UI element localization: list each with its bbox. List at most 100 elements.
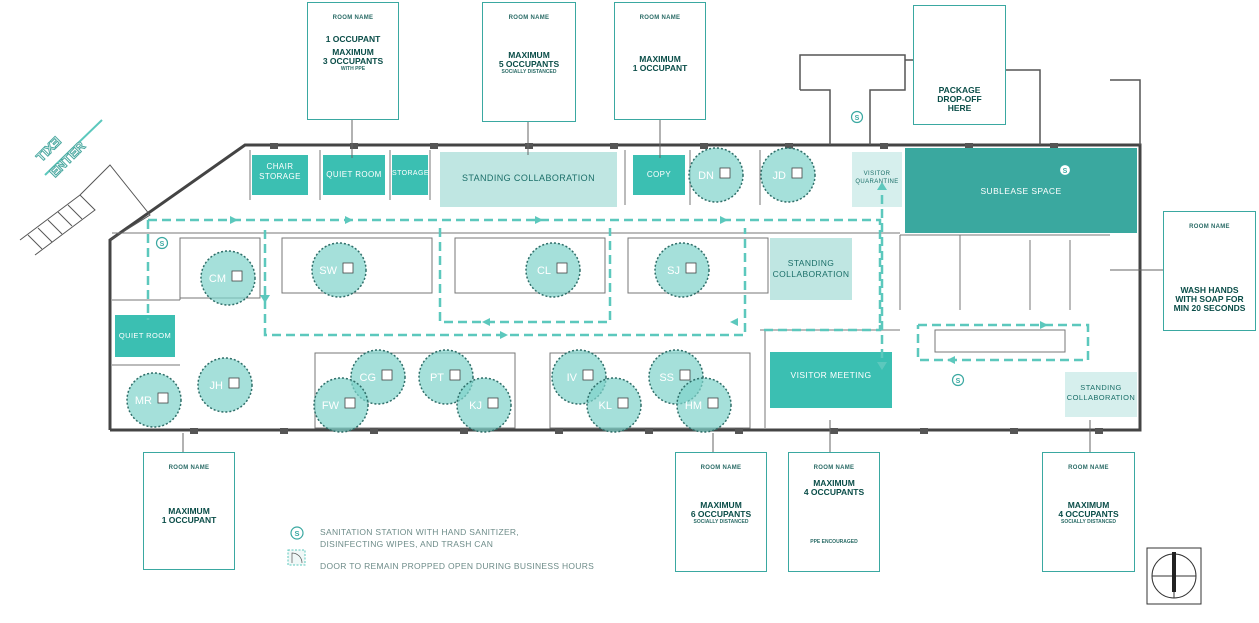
workstation-cg: CG: [350, 349, 406, 405]
workstation-circle: [676, 377, 732, 433]
sign-max-5-occupants: ROOM NAME MAXIMUM 5 OCCUPANTS SOCIALLY D…: [482, 2, 576, 122]
sign-line: 1 OCCUPANT: [632, 63, 688, 73]
sign-line: 3 OCCUPANTS: [322, 56, 384, 66]
workstation-circle: [525, 242, 581, 298]
chair-icon: [679, 369, 691, 381]
sign-line: MAXIMUM: [508, 50, 550, 60]
workstation-label: IV: [567, 372, 578, 384]
sign-sub: WITH PPE: [340, 66, 366, 72]
copy-label: COPY: [646, 170, 672, 179]
workstation-circle: [350, 349, 406, 405]
sublease-space: [905, 148, 1137, 233]
workstation-label: HM: [685, 400, 702, 412]
quiet-room-left-label: QUIET ROOM: [118, 331, 172, 340]
sign-line: MAXIMUM: [813, 478, 855, 488]
chair-storage-room: [252, 155, 308, 195]
sign-room-name: ROOM NAME: [508, 15, 550, 21]
chair-icon: [449, 369, 461, 381]
visitor-quarantine-label: VISITOR QUARANTINE: [855, 171, 899, 185]
workstation-kl: KL: [586, 377, 642, 433]
wall-columns: [190, 143, 1103, 434]
chair-icon: [231, 270, 243, 282]
visitor-meeting-label: VISITOR MEETING: [790, 370, 872, 380]
workstation-circle: [760, 147, 816, 203]
standing-collaboration-top-label: STANDING COLLABORATION: [462, 173, 595, 183]
north-arrow: [1146, 547, 1202, 605]
svg-text:S: S: [1063, 168, 1068, 175]
workstation-label: SS: [659, 372, 674, 384]
workstation-label: DN: [698, 170, 714, 182]
workstation-label: KJ: [469, 400, 482, 412]
workstation-jh: JH: [197, 357, 253, 413]
svg-text:S: S: [956, 378, 961, 385]
chair-storage-label: CHAIR STORAGE: [259, 162, 301, 181]
workstation-jd: JD: [760, 147, 816, 203]
sign-line: WASH HANDS: [1180, 285, 1239, 295]
chair-icon: [685, 262, 697, 274]
workstation-dn: DN: [688, 147, 744, 203]
legend-symbols: [287, 526, 306, 566]
sign-sub: SOCIALLY DISTANCED: [693, 519, 749, 525]
legend-sanitation-icon: S: [294, 529, 299, 538]
quiet-room-top: [323, 155, 385, 195]
standing-collaboration-mid-label: STANDING COLLABORATION: [772, 258, 850, 279]
sign-line: HERE: [947, 103, 972, 113]
legend-sanitation: SANITATION STATION WITH HAND SANITIZER, …: [320, 526, 519, 550]
workstation-label: KL: [599, 400, 612, 412]
legend-door: DOOR TO REMAIN PROPPED OPEN DURING BUSIN…: [320, 561, 595, 571]
standing-collaboration-mid: [770, 238, 852, 300]
sign-room-1-occupant-max-3: ROOM NAME 1 OCCUPANT MAXIMUM 3 OCCUPANTS…: [307, 2, 399, 120]
workstation-label: FW: [322, 400, 340, 412]
building-walls: [108, 143, 1142, 432]
sign-room-name: ROOM NAME: [168, 465, 210, 471]
workstation-label: CG: [360, 372, 377, 384]
sanitation-station-icon: S: [951, 373, 965, 387]
workstation-circle: [313, 377, 369, 433]
workstation-label: CM: [209, 273, 226, 285]
svg-text:S: S: [160, 241, 165, 248]
copy-room: [633, 155, 685, 195]
workstation-label: CL: [537, 265, 551, 277]
quiet-room-left: [115, 315, 175, 357]
sign-room-name: ROOM NAME: [1068, 465, 1109, 471]
sign-line: MAXIMUM: [332, 47, 374, 57]
sign-max-4-occupants-ppe: ROOM NAME MAXIMUM 4 OCCUPANTS PPE ENCOUR…: [788, 452, 880, 572]
sign-line: 1 OCCUPANT: [325, 34, 381, 44]
workstation-sw: SW: [311, 242, 367, 298]
chair-icon: [344, 397, 356, 409]
workstation-pt: PT: [418, 349, 474, 405]
sign-line: 6 OCCUPANTS: [690, 509, 752, 519]
entrance-stairs: [19, 164, 151, 256]
workstation-mr: MR: [126, 372, 182, 428]
chair-icon: [719, 167, 731, 179]
workstation-label: PT: [430, 372, 444, 384]
workstation-circle: [418, 349, 474, 405]
workstation-circle: [311, 242, 367, 298]
legend-sanitation-line-2: DISINFECTING WIPES, AND TRASH CAN: [320, 539, 494, 549]
workstation-hm: HM: [676, 377, 732, 433]
workstation-circle: [586, 377, 642, 433]
storage-room: [392, 155, 428, 195]
sign-sub: SOCIALLY DISTANCED: [501, 69, 557, 75]
workstation-circle: [456, 377, 512, 433]
sign-wash-hands: ROOM NAME WASH HANDS WITH SOAP FOR MIN 2…: [1163, 211, 1256, 331]
sign-room-name: ROOM NAME: [813, 465, 855, 471]
sign-line: 5 OCCUPANTS: [498, 59, 560, 69]
room-fills: [115, 148, 1137, 417]
exit-enter-sign: EXIT ENTER: [33, 119, 103, 181]
standing-collaboration-top: [440, 152, 617, 207]
workstation-circle: [126, 372, 182, 428]
sign-room-name: ROOM NAME: [639, 15, 681, 21]
sign-package-drop-off: PACKAGE DROP-OFF HERE: [913, 5, 1006, 125]
sign-room-name: ROOM NAME: [700, 465, 742, 471]
visitor-meeting-room: [770, 352, 892, 408]
chair-icon: [582, 369, 594, 381]
chair-icon: [342, 262, 354, 274]
sign-line: DROP-OFF: [937, 94, 982, 104]
chair-icon: [228, 377, 240, 389]
chair-icon: [617, 397, 629, 409]
sign-max-6-occupants: ROOM NAME MAXIMUM 6 OCCUPANTS SOCIALLY D…: [675, 452, 767, 572]
top-annex: [799, 54, 1141, 145]
workstation-cl: CL: [525, 242, 581, 298]
